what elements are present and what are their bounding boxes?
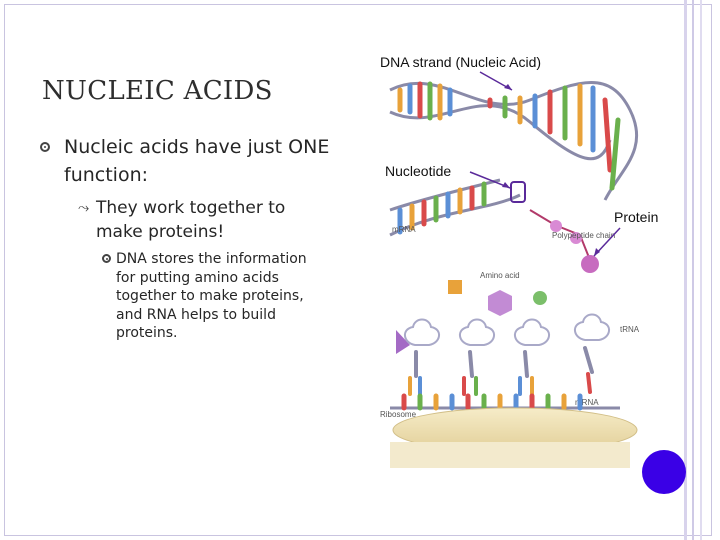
bullet-arrow-icon: ⤳	[78, 200, 90, 216]
frame-decor-bar	[684, 0, 687, 540]
slide-title: NUCLEIC ACIDS	[42, 76, 273, 106]
protein-label: Protein	[614, 209, 659, 225]
amino-acid-label: Amino acid	[480, 271, 520, 280]
bullet-circle-icon	[102, 254, 111, 263]
blue-circle-decoration	[642, 450, 686, 494]
mrna-bottom-label: mRNA	[575, 398, 599, 407]
slide-frame	[4, 4, 712, 536]
bullet-circle-icon	[40, 142, 50, 152]
trna-label: tRNA	[620, 325, 640, 334]
ribosome-label: Ribosome	[380, 410, 417, 419]
polypeptide-label: Polypeptide chain	[552, 231, 615, 240]
bullet-level1: Nucleic acids have just ONE function:	[64, 136, 330, 186]
nucleotide-label: Nucleotide	[385, 163, 452, 179]
frame-decor-bar	[692, 0, 694, 540]
protein-synthesis-illustration: mRNA Polypeptide chain Amino acid tRNA m…	[380, 71, 640, 468]
bullet-level2: They work together to make proteins!	[96, 198, 286, 242]
bullet-level3: DNA stores the information for putting a…	[116, 251, 307, 341]
mrna-top-label: mRNA	[392, 225, 416, 234]
frame-decor-bar	[700, 0, 702, 540]
dna-strand-label: DNA strand (Nucleic Acid)	[380, 54, 542, 70]
